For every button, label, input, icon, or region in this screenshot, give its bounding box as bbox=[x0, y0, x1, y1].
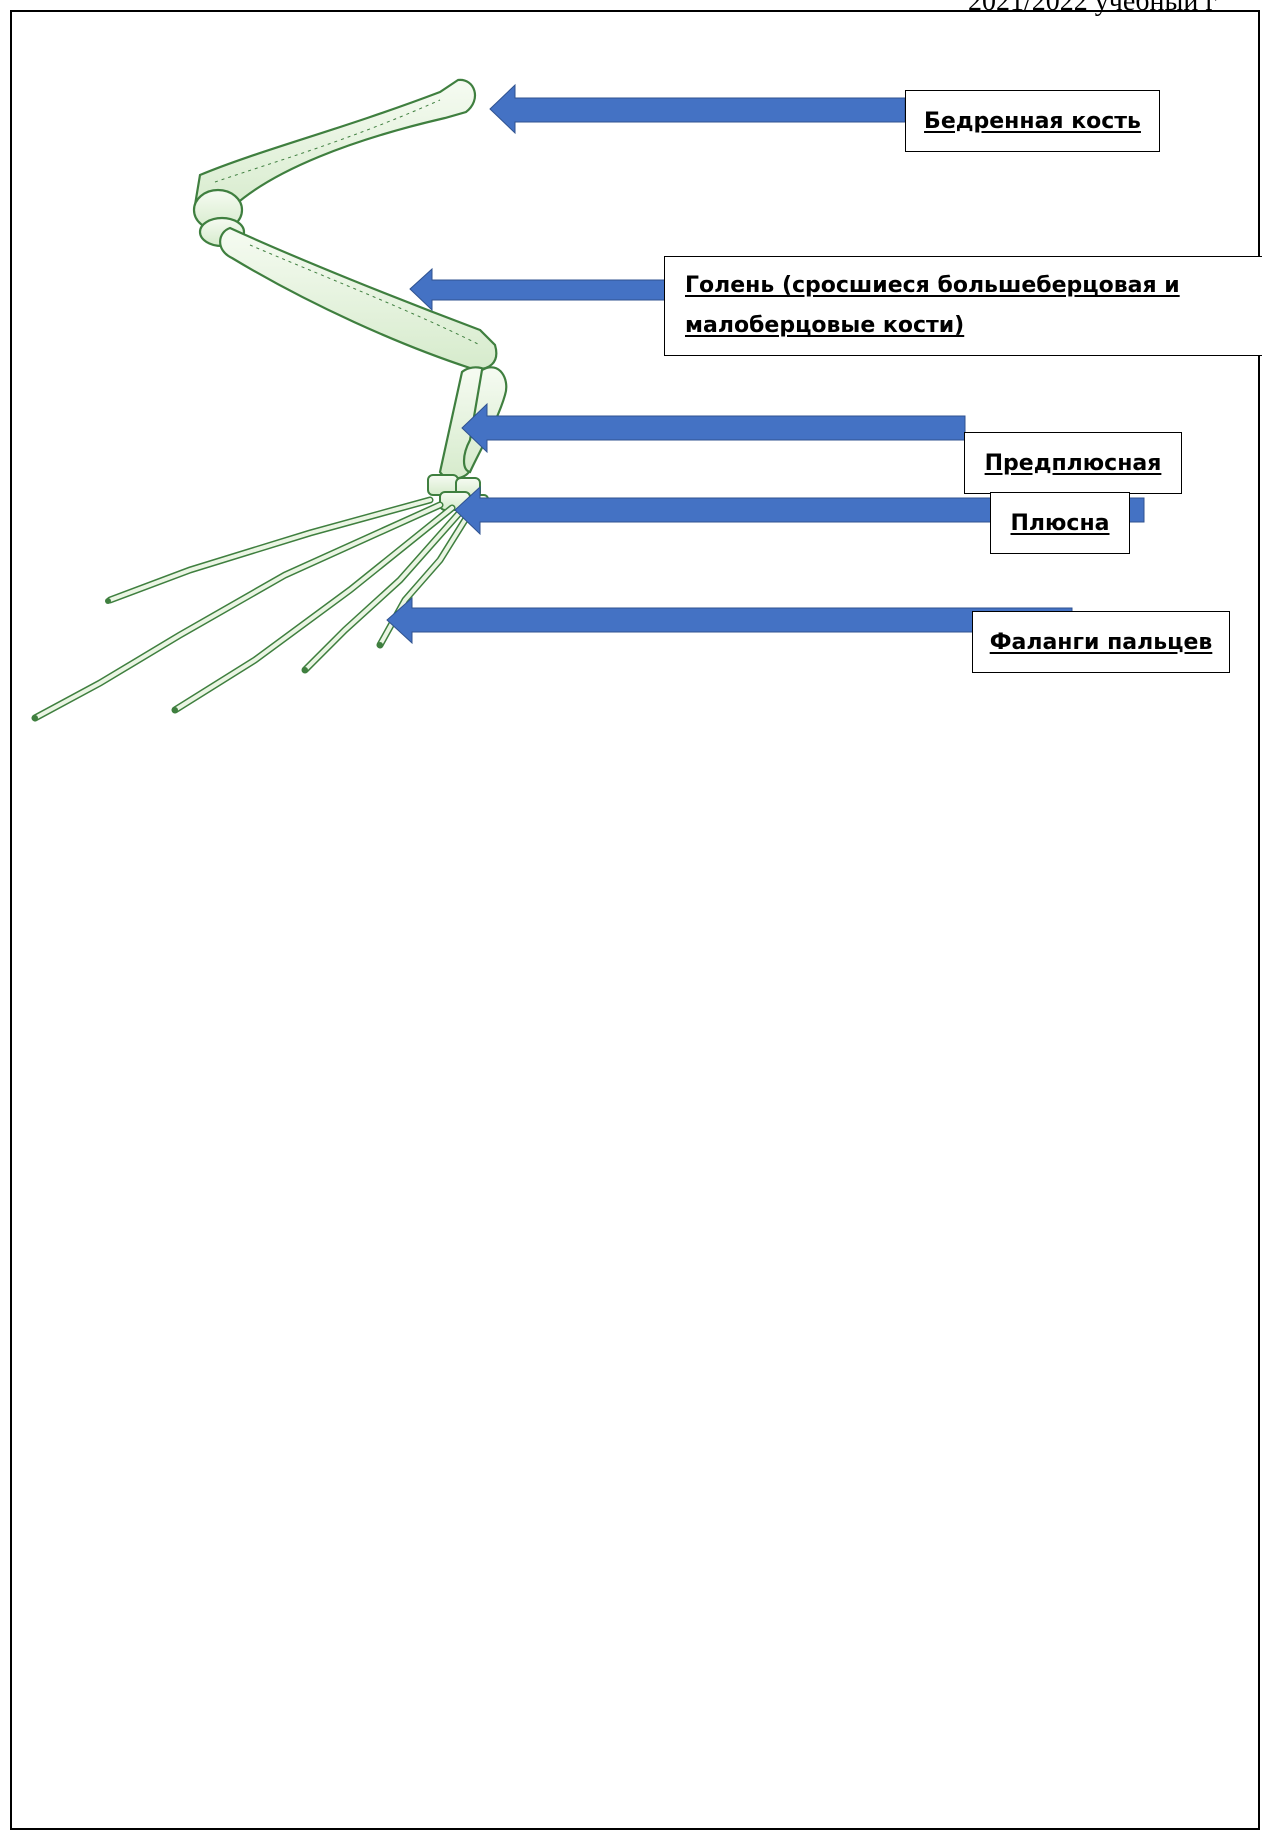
label-femur: Бедренная кость bbox=[905, 90, 1160, 152]
toe-tips bbox=[32, 598, 383, 721]
label-metatarsus-text: Плюсна bbox=[1010, 510, 1110, 536]
arrow-tarsus bbox=[461, 402, 966, 454]
arrow-shin bbox=[409, 267, 666, 312]
femur-bone bbox=[193, 78, 477, 217]
label-metatarsus: Плюсна bbox=[990, 492, 1130, 554]
label-shin-line1: Голень (сросшиеся большеберцовая и bbox=[685, 273, 1180, 298]
header-text: 2021/2022 учебный г bbox=[968, 0, 1217, 17]
label-shin: Голень (сросшиеся большеберцовая и малоб… bbox=[664, 256, 1262, 356]
arrow-phalanges bbox=[386, 596, 1073, 645]
label-tarsus-text: Предплюсная bbox=[984, 450, 1162, 476]
label-phalanges: Фаланги пальцев bbox=[972, 611, 1230, 673]
label-phalanges-text: Фаланги пальцев bbox=[989, 629, 1213, 655]
label-femur-text: Бедренная кость bbox=[924, 108, 1141, 134]
arrow-femur bbox=[489, 83, 906, 135]
label-shin-line2: малоберцовые кости) bbox=[685, 313, 965, 338]
toe-bones bbox=[31, 496, 474, 722]
label-tarsus: Предплюсная bbox=[964, 432, 1182, 494]
frog-hindlimb-skeleton-diagram bbox=[31, 78, 1145, 722]
arrow-metatarsus bbox=[454, 485, 1145, 536]
